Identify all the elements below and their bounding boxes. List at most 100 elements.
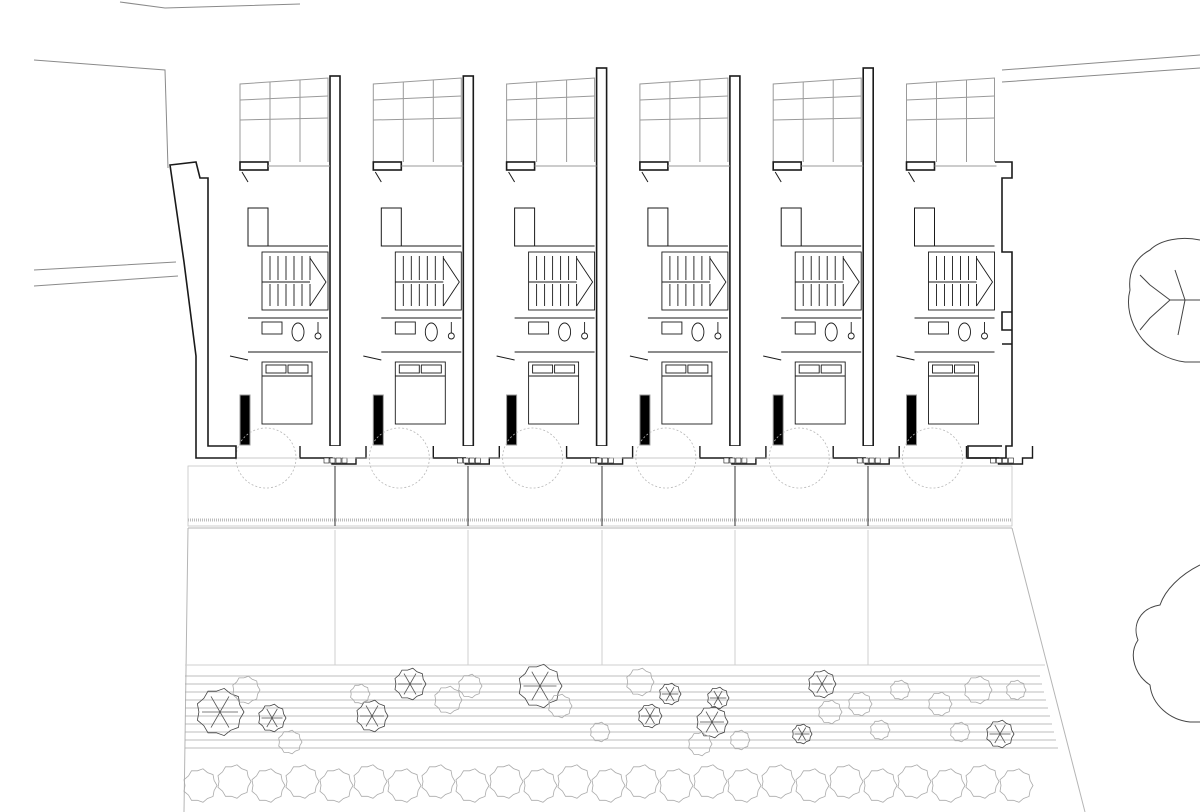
party-wall bbox=[595, 67, 608, 447]
glazing-transom bbox=[373, 117, 462, 121]
tree-canopy bbox=[421, 764, 456, 799]
facade-grille bbox=[602, 457, 608, 464]
facade-grille bbox=[329, 457, 336, 464]
toilet bbox=[691, 322, 705, 342]
tree-outline bbox=[659, 768, 694, 803]
facade-grille bbox=[608, 457, 614, 464]
front-facade bbox=[432, 446, 500, 465]
tree-outline bbox=[727, 768, 762, 803]
facade-grille bbox=[596, 457, 602, 464]
tree-outline bbox=[795, 768, 830, 803]
tree-branch bbox=[649, 715, 655, 724]
garden-outline bbox=[183, 527, 1086, 812]
tree-detailed bbox=[808, 669, 837, 699]
facade-grille bbox=[856, 457, 863, 464]
stair-outline bbox=[928, 251, 995, 311]
tree-canopy bbox=[590, 721, 611, 743]
tree-outline bbox=[693, 764, 728, 799]
door-swing bbox=[629, 355, 649, 361]
bed-frame bbox=[528, 361, 580, 425]
toilet bbox=[558, 322, 572, 342]
tree-outline bbox=[458, 673, 483, 699]
tree-outline bbox=[489, 764, 524, 799]
tree-branch bbox=[266, 708, 273, 719]
party-wall bbox=[329, 75, 341, 447]
utility-cupboard bbox=[780, 207, 802, 247]
tree-outline bbox=[350, 683, 371, 705]
shower-drain bbox=[447, 332, 455, 340]
door-swing bbox=[496, 355, 515, 361]
tree-branch bbox=[665, 693, 671, 702]
tree-canopy bbox=[489, 764, 524, 799]
tree-detailed bbox=[258, 703, 287, 733]
wardrobe bbox=[639, 394, 651, 446]
door-swing bbox=[763, 355, 782, 361]
shower-drain bbox=[714, 332, 722, 340]
tree-branch bbox=[409, 673, 417, 685]
tree-canopy bbox=[1006, 679, 1027, 701]
tree-detailed bbox=[518, 663, 563, 709]
toilet bbox=[824, 322, 838, 342]
top-boundary bbox=[119, 1, 301, 9]
tree-canopy bbox=[387, 768, 422, 803]
glazed-extension bbox=[239, 77, 329, 162]
party-wall bbox=[862, 67, 875, 447]
tree-outline bbox=[523, 768, 558, 803]
shower-drain bbox=[581, 332, 589, 340]
front-facade bbox=[699, 446, 767, 465]
glazed-extension bbox=[772, 77, 862, 162]
rear-wall-pier bbox=[505, 161, 536, 171]
door-swing bbox=[908, 171, 915, 183]
tree-outline bbox=[863, 768, 898, 803]
glazing-transom bbox=[906, 95, 995, 101]
tree-outline bbox=[870, 719, 891, 741]
tree-branch bbox=[371, 715, 379, 727]
tree-branch bbox=[816, 683, 823, 694]
tree-branch bbox=[999, 733, 1006, 744]
tree-outline bbox=[232, 675, 261, 705]
door-swing bbox=[363, 355, 382, 361]
stair-arrow bbox=[442, 257, 460, 307]
utility-cupboard bbox=[514, 207, 536, 247]
tree-canopy bbox=[688, 731, 713, 757]
east-gable-wall bbox=[967, 161, 1013, 459]
tree-outline bbox=[183, 768, 218, 803]
tree-outline bbox=[829, 764, 864, 799]
tree-canopy bbox=[808, 669, 837, 699]
facade-grille bbox=[729, 457, 736, 464]
staircase bbox=[781, 245, 862, 311]
tree-branch bbox=[403, 673, 411, 685]
tree-canopy bbox=[196, 687, 245, 737]
staircase bbox=[914, 245, 995, 311]
tree-canopy bbox=[251, 768, 286, 803]
tree-outline bbox=[999, 768, 1034, 803]
tree-outline bbox=[964, 675, 993, 705]
tree-canopy bbox=[792, 723, 813, 745]
door-swing bbox=[896, 355, 915, 361]
tree-detailed bbox=[659, 682, 682, 706]
tree-canopy bbox=[870, 719, 891, 741]
tree-outline bbox=[319, 768, 354, 803]
front-facade bbox=[965, 446, 1034, 465]
tree-outline bbox=[421, 764, 456, 799]
door-swing bbox=[774, 171, 782, 183]
glazing-frame bbox=[772, 77, 862, 162]
tree-canopy bbox=[848, 691, 873, 717]
tree-canopy bbox=[696, 705, 729, 739]
glazing-frame bbox=[372, 77, 462, 162]
rear-wall-pier bbox=[639, 161, 669, 171]
tree-branch bbox=[717, 690, 723, 699]
pillow bbox=[532, 364, 554, 374]
glazing-transom bbox=[639, 117, 728, 121]
garden-partitions bbox=[185, 530, 1045, 666]
tree-outline bbox=[217, 764, 252, 799]
tree-canopy bbox=[458, 673, 483, 699]
tree-canopy bbox=[353, 764, 388, 799]
tree-branch bbox=[271, 717, 278, 728]
pillow bbox=[687, 364, 709, 374]
wardrobe bbox=[372, 394, 384, 446]
tree-branch bbox=[539, 685, 549, 701]
pillow bbox=[820, 364, 842, 374]
tree-canopy bbox=[727, 768, 762, 803]
